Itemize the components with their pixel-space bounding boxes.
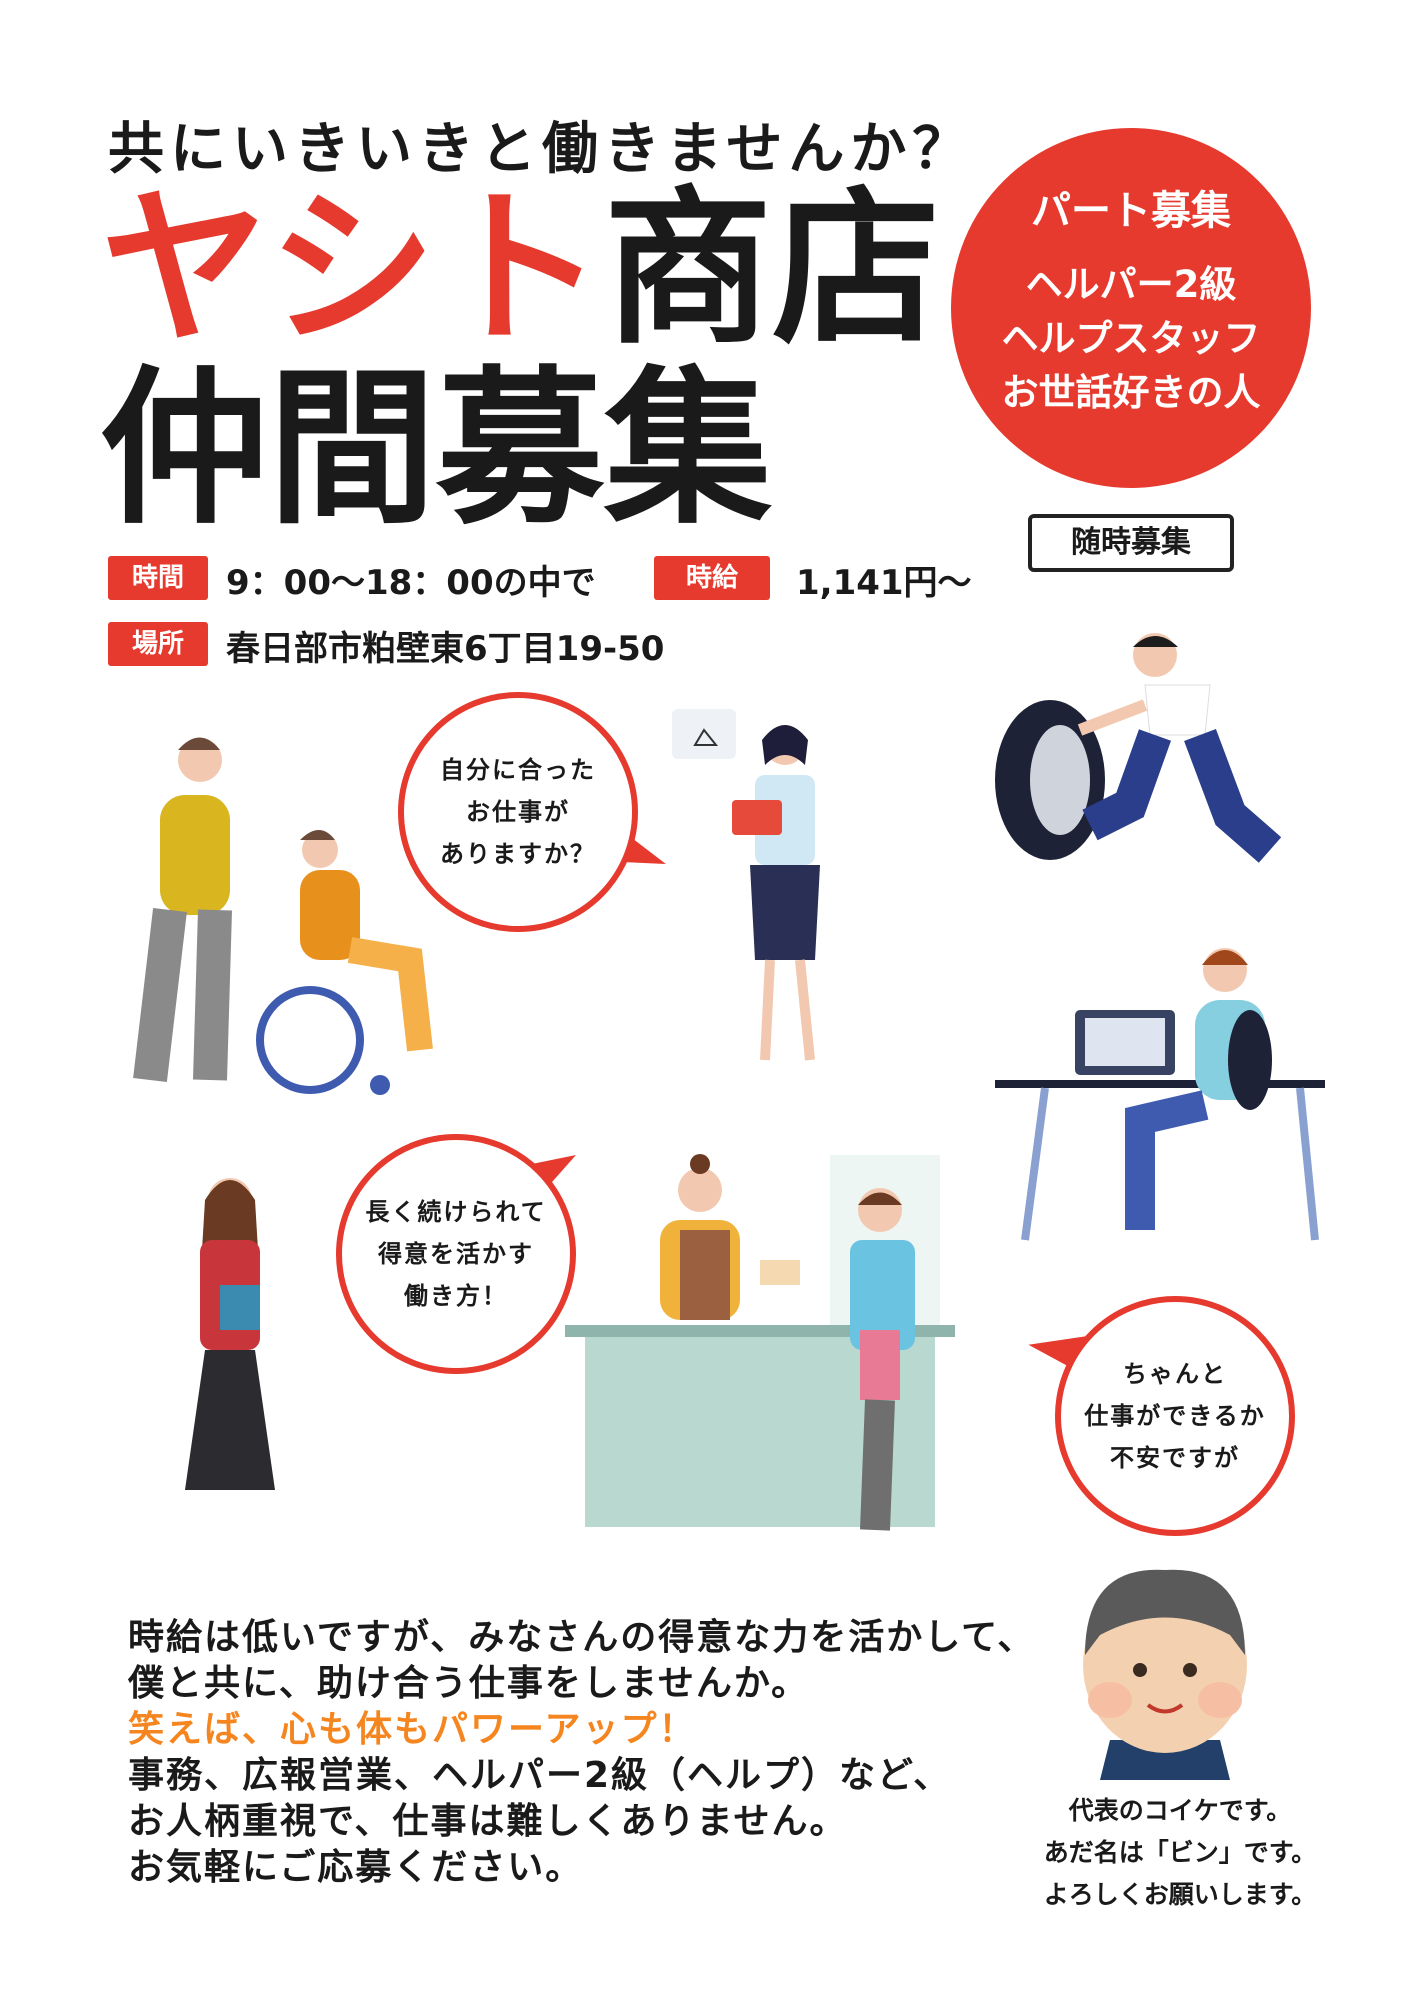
speech-bubble: 長く続けられて得意を活かす働き方！ [336, 1134, 576, 1374]
anytime-badge: 随時募集 [1028, 514, 1234, 572]
speech-bubble: ちゃんと仕事ができるか不安ですが [1055, 1296, 1295, 1536]
place-value: 春日部市粕壁東6丁目19-50 [226, 629, 665, 669]
shop-counter-illustration [565, 1154, 955, 1531]
body-line: お人柄重視で、仕事は難しくありません。 [128, 1801, 848, 1842]
company-title: ヤシト商店 [100, 185, 940, 353]
woman-with-book-illustration [185, 1178, 275, 1490]
wage-label: 時給 [654, 556, 770, 600]
recruit-line: ヘルプスタッフ [1001, 317, 1261, 360]
speech-bubble: 自分に合ったお仕事がありますか？ [398, 692, 638, 932]
mascot-caption: 代表のコイケです。 あだ名は「ビン」です。 よろしくお願いします。 [990, 1790, 1370, 1916]
body-line: 事務、広報営業、ヘルパー2級（ヘルプ）など、 [128, 1755, 952, 1796]
hours-label: 時間 [108, 556, 208, 600]
caregiver-wheelchair-illustration [133, 737, 433, 1095]
tagline: 共にいきいきと働きませんか？ [108, 117, 975, 182]
bubble-text: 得意を活かす [378, 1240, 534, 1268]
bubble-text: ちゃんと [1123, 1360, 1227, 1388]
wage-value: 1,141円〜 [796, 563, 972, 603]
message-body: 時給は低いですが、みなさんの得意な力を活かして、 僕と共に、助け合う仕事をしませ… [128, 1615, 1035, 1891]
recruit-circle: パート募集 ヘルパー2級 ヘルプスタッフ お世話好きの人 [951, 128, 1311, 488]
bubble-text: 仕事ができるか [1084, 1402, 1266, 1430]
company-name-black: 商店 [604, 171, 940, 367]
bubble-text: 長く続けられて [365, 1198, 547, 1226]
mechanic-tire-illustration [995, 633, 1282, 863]
recruit-heading: パート募集 [1031, 188, 1231, 234]
representative-mascot [1083, 1569, 1247, 1780]
body-line: 時給は低いですが、みなさんの得意な力を活かして、 [128, 1617, 1036, 1658]
recruit-line: ヘルパー2級 [1025, 263, 1237, 306]
body-line: お気軽にご応募ください。 [128, 1847, 584, 1888]
caption-line: 代表のコイケです。 [1068, 1796, 1292, 1825]
bubble-text: 不安ですが [1110, 1444, 1240, 1472]
bubble-text: お仕事が [466, 798, 570, 826]
office-woman-illustration [672, 709, 820, 1061]
hours-value: 9：00〜18：00の中で [226, 563, 596, 603]
bubble-text: 自分に合った [440, 756, 596, 784]
recruit-title: 仲間募集 [100, 351, 772, 547]
bubble-text: 働き方！ [404, 1282, 508, 1310]
desk-worker-illustration [995, 948, 1325, 1241]
body-highlight: 笑えば、心も体もパワーアップ！ [128, 1709, 697, 1750]
bubble-text: ありますか？ [440, 840, 596, 868]
company-name-red: ヤシト [100, 171, 604, 367]
body-line: 僕と共に、助け合う仕事をしませんか。 [128, 1663, 810, 1704]
caption-line: よろしくお願いします。 [1043, 1880, 1317, 1909]
recruit-line: お世話好きの人 [1001, 371, 1261, 414]
caption-line: あだ名は「ビン」です。 [1043, 1838, 1317, 1867]
place-label: 場所 [108, 622, 208, 666]
